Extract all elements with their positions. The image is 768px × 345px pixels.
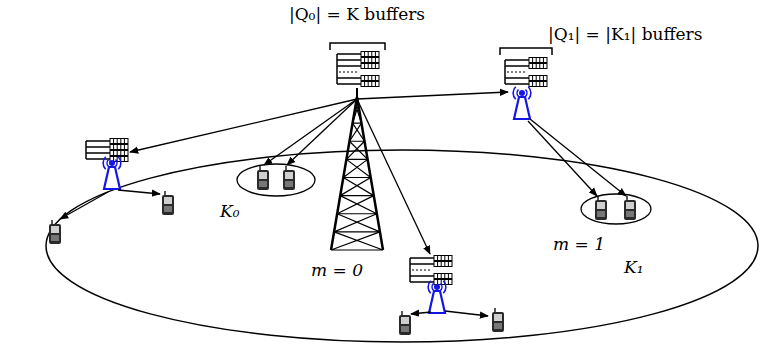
buffer-bracket [500, 48, 552, 55]
transmission-arrow [130, 99, 357, 152]
tower-bracing [337, 196, 377, 214]
buffer-stacks [86, 52, 547, 285]
buffer-count-label: |Q₁| = |K₁| buffers [548, 24, 702, 44]
transmission-arrow [445, 311, 488, 316]
tower-bracing [346, 141, 367, 159]
group-outline [236, 163, 316, 197]
transmission-arrow [60, 192, 108, 219]
user-group-ellipse: K₁ [580, 193, 652, 225]
transmission-arrow [411, 312, 431, 314]
tower-bracing [340, 178, 374, 196]
small-cell-antennas [103, 87, 531, 313]
transmission-arrow [357, 92, 508, 99]
tower-mast [356, 88, 358, 97]
user-group-ellipse: K₀ [236, 163, 316, 197]
transmission-arrows [60, 92, 626, 316]
tower-legs [331, 97, 383, 250]
buffer-stack [505, 58, 547, 87]
user-phone [492, 308, 504, 332]
buffer-bracket [330, 43, 385, 50]
small-cell-antenna [428, 281, 446, 313]
cell-index-label: m = 0 [311, 260, 363, 280]
group-label: K₁ [624, 257, 644, 277]
user-phone [257, 166, 269, 190]
transmission-arrow [264, 99, 357, 165]
tower-bracing [331, 232, 383, 250]
transmission-arrow [357, 99, 430, 254]
user-phones [49, 166, 636, 335]
tower-bracing [349, 123, 364, 141]
small-cell-antenna [513, 87, 531, 119]
transmission-arrow [528, 121, 597, 196]
user-phone [624, 196, 636, 220]
small-cell-antenna [103, 157, 121, 189]
buffer-stack [410, 256, 452, 285]
user-phone [399, 311, 411, 335]
buffer-stack [86, 139, 128, 162]
transmission-arrow [530, 119, 626, 196]
cell-index-label: m = 1 [553, 234, 605, 254]
group-label: K₀ [220, 201, 240, 221]
macro-cell-boundary [46, 150, 758, 342]
user-phone [162, 191, 174, 215]
user-phone [49, 220, 61, 244]
buffer-stack [337, 52, 379, 87]
user-phone [595, 196, 607, 220]
tower-bracing [353, 105, 362, 123]
transmission-arrow [287, 99, 357, 165]
user-phone [283, 166, 295, 190]
buffer-count-label: |Q₀| = K buffers [289, 4, 425, 24]
transmission-arrow [118, 190, 160, 194]
group-outline [580, 193, 652, 225]
tower-bracing [334, 214, 380, 232]
tower-bracing [343, 159, 370, 177]
